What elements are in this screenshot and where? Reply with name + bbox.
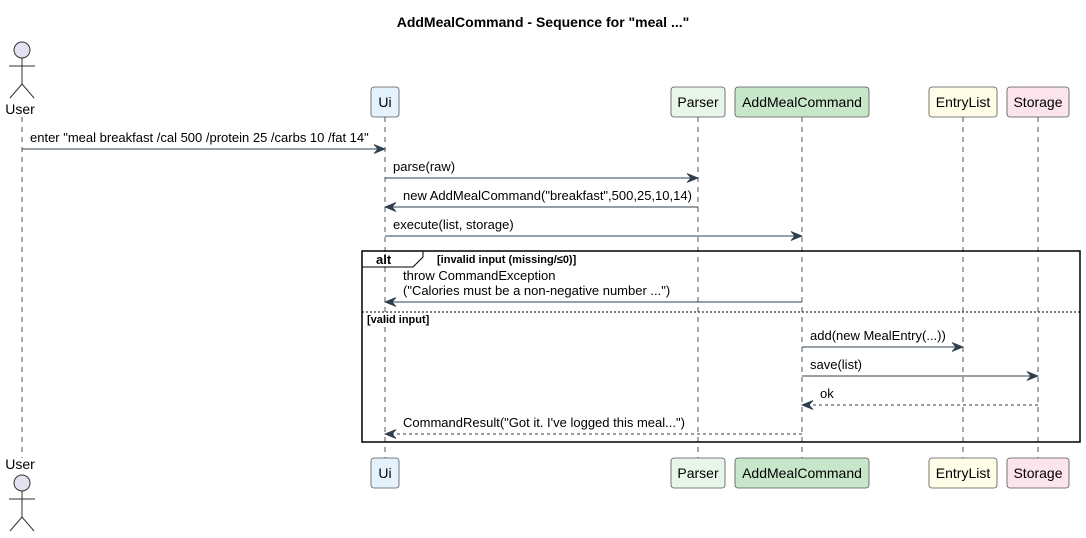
- participant-label: Storage: [1013, 94, 1062, 110]
- participant-box: [734, 457, 870, 489]
- participant-box: [1006, 86, 1070, 118]
- participant-label: Storage: [1013, 465, 1062, 481]
- fragment-guard: [invalid input (missing/≤0)]: [437, 254, 577, 266]
- actor-user-bottom: User: [5, 456, 35, 532]
- participant-box: [370, 86, 400, 118]
- actor-right-leg: [21, 83, 35, 99]
- message-arrow-head: [383, 202, 397, 212]
- participant-box: [670, 457, 726, 489]
- message-arrow-head: [373, 144, 387, 154]
- participant-ui-bottom: Ui: [370, 457, 400, 489]
- actor-label: User: [5, 456, 35, 472]
- message-arrow-head: [1026, 371, 1040, 381]
- fragment-else-guard: [valid input]: [367, 314, 430, 326]
- fragment-keyword: alt: [376, 252, 392, 267]
- message-8: ok: [800, 386, 1038, 410]
- message-arrow-head: [790, 231, 804, 241]
- message-4: execute(list, storage): [385, 217, 804, 241]
- participant-label: Ui: [378, 94, 391, 110]
- message-5: throw CommandException("Calories must be…: [383, 268, 802, 307]
- message-label: enter "meal breakfast /cal 500 /protein …: [30, 130, 369, 145]
- participant-box: [928, 457, 998, 489]
- diagram-title: AddMealCommand - Sequence for "meal ...": [397, 14, 690, 30]
- message-arrow-head: [383, 297, 397, 307]
- message-arrow-head: [686, 173, 700, 183]
- message-arrow-head: [951, 342, 965, 352]
- message-7: save(list): [802, 357, 1040, 381]
- participant-parser-bottom: Parser: [670, 457, 726, 489]
- message-label: execute(list, storage): [393, 217, 514, 232]
- participant-box: [734, 86, 870, 118]
- message-label: ("Calories must be a non-negative number…: [403, 283, 670, 298]
- actor-right-leg: [21, 516, 35, 532]
- message-2: parse(raw): [385, 159, 700, 183]
- participant-parser-top: Parser: [670, 86, 726, 118]
- actor-left-leg: [9, 516, 23, 532]
- actor-left-leg: [9, 83, 23, 99]
- fragment-frame: [361, 250, 1081, 443]
- message-3: new AddMealCommand("breakfast",500,25,10…: [383, 188, 698, 212]
- actor-head: [13, 41, 31, 59]
- message-arrow-head: [383, 429, 397, 439]
- participant-label: AddMealCommand: [742, 465, 862, 481]
- participant-box: [928, 86, 998, 118]
- message-arrow-head: [800, 400, 814, 410]
- participant-label: EntryList: [936, 465, 991, 481]
- message-label: add(new MealEntry(...)): [810, 328, 946, 343]
- message-label: CommandResult("Got it. I've logged this …: [403, 415, 685, 430]
- message-9: CommandResult("Got it. I've logged this …: [383, 415, 802, 439]
- message-label: new AddMealCommand("breakfast",500,25,10…: [403, 188, 692, 203]
- participant-box: [1006, 457, 1070, 489]
- actor-label: User: [5, 101, 35, 117]
- participant-addmeal-top: AddMealCommand: [734, 86, 870, 118]
- participant-storage-bottom: Storage: [1006, 457, 1070, 489]
- message-label: save(list): [810, 357, 862, 372]
- message-label: parse(raw): [393, 159, 455, 174]
- participant-storage-top: Storage: [1006, 86, 1070, 118]
- message-6: add(new MealEntry(...)): [802, 328, 965, 352]
- actor-head: [13, 474, 31, 492]
- message-label: throw CommandException: [403, 268, 555, 283]
- participant-addmeal-bottom: AddMealCommand: [734, 457, 870, 489]
- fragment-tab: [362, 251, 424, 268]
- participant-box: [670, 86, 726, 118]
- alt-fragment: alt [invalid input (missing/≤0)] [valid in…: [361, 250, 1081, 443]
- participant-label: Parser: [677, 465, 719, 481]
- participant-label: EntryList: [936, 94, 991, 110]
- message-1: enter "meal breakfast /cal 500 /protein …: [22, 130, 387, 154]
- participant-entrylist-top: EntryList: [928, 86, 998, 118]
- participant-label: Ui: [378, 465, 391, 481]
- participant-ui-top: Ui: [370, 86, 400, 118]
- participant-label: Parser: [677, 94, 719, 110]
- participant-box: [370, 457, 400, 489]
- actor-user-top: User: [5, 41, 35, 117]
- message-label: ok: [820, 386, 834, 401]
- participant-entrylist-bottom: EntryList: [928, 457, 998, 489]
- participant-label: AddMealCommand: [742, 94, 862, 110]
